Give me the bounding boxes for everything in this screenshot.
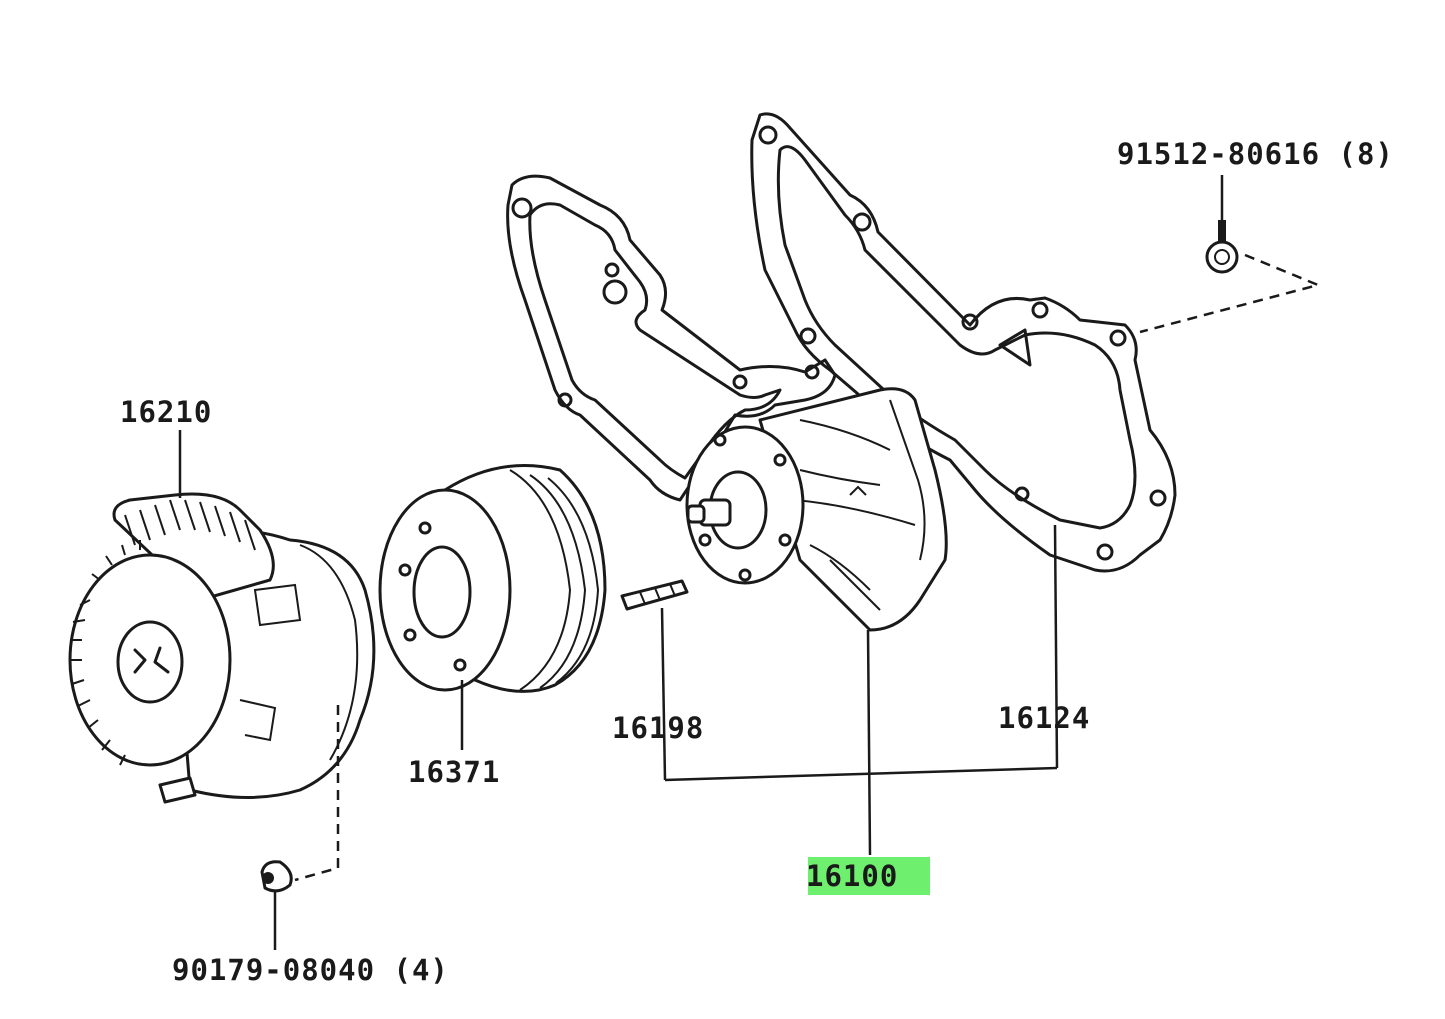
bolt-91512 xyxy=(1205,220,1239,274)
label-91512[interactable]: 91512-80616 (8) xyxy=(1117,137,1394,171)
gasket-rear xyxy=(506,174,837,502)
label-16124[interactable]: 16124 xyxy=(998,701,1090,735)
stud-16198 xyxy=(620,579,689,611)
water-pump-16100 xyxy=(685,387,948,632)
label-90179[interactable]: 90179-08040 (4) xyxy=(172,953,449,987)
label-16100[interactable]: 16100 xyxy=(806,859,898,893)
label-16371[interactable]: 16371 xyxy=(408,755,500,789)
highlight-box xyxy=(808,857,930,895)
label-16198[interactable]: 16198 xyxy=(612,711,704,745)
pulley-16371 xyxy=(378,464,607,693)
nut-90179 xyxy=(260,860,293,893)
gasket-16124 xyxy=(750,112,1177,573)
fan-coupling-16210 xyxy=(68,492,376,804)
label-16210[interactable]: 16210 xyxy=(120,395,212,429)
